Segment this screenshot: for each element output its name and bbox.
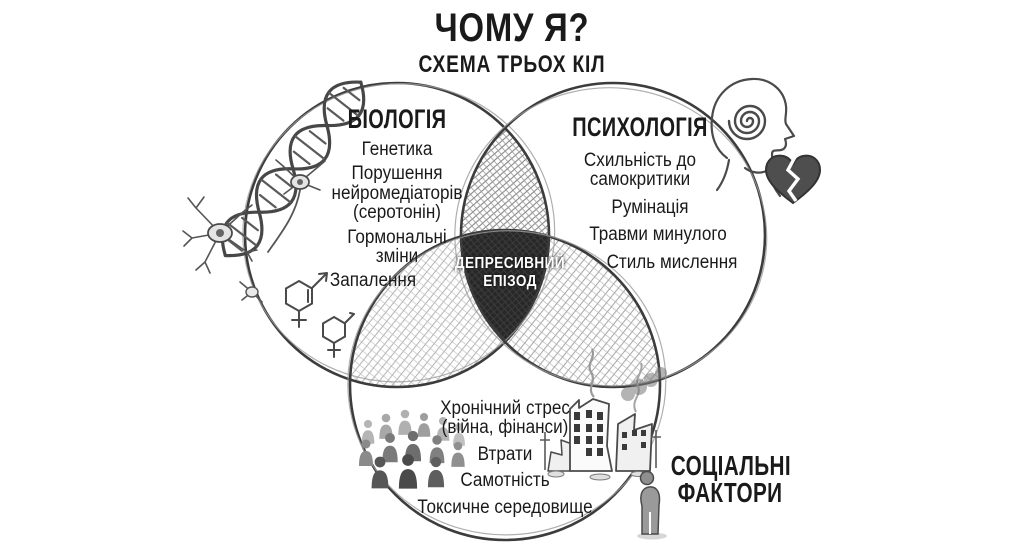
broken-heart-icon <box>764 154 822 205</box>
neurons-icon <box>182 159 326 303</box>
psychology-circle-labels: ПСИХОЛОГІЯ Схильність до самокритики Рум… <box>520 112 760 272</box>
center-overlap-label: ДЕПРЕСИВНИЙ ЕПІЗОД <box>454 255 566 290</box>
psychology-title: ПСИХОЛОГІЯ <box>572 112 708 142</box>
social-circle-title: СОЦІАЛЬНІ ФАКТОРИ <box>670 450 791 508</box>
biology-item: Генетика <box>361 139 433 161</box>
biology-circle-outline <box>242 81 556 389</box>
psychology-item: Схильність до самокритики <box>583 150 697 191</box>
hormone-molecules-icon <box>285 272 355 358</box>
sad-person-icon <box>637 470 667 540</box>
psychology-circle-outline <box>454 81 768 389</box>
social-item: Втрати <box>477 443 533 465</box>
biology-circle-labels: БІОЛОГІЯ Генетика Порушення нейромедіато… <box>277 104 517 291</box>
biology-item: Порушення нейромедіаторів (серотонін) <box>331 163 463 224</box>
psychology-item: Стиль мислення <box>606 251 738 273</box>
page-subtitle: СХЕМА ТРЬОХ КІЛ <box>418 51 606 78</box>
header: ЧОМУ Я? СХЕМА ТРЬОХ КІЛ <box>0 6 1024 79</box>
page-title: ЧОМУ Я? <box>434 6 590 50</box>
social-item: Хронічний стрес (війна, фінанси) <box>440 398 570 439</box>
social-item: Токсичне середовище <box>417 496 593 518</box>
dna-icon <box>220 80 366 258</box>
psychology-item: Травми минулого <box>589 224 727 246</box>
psychology-item: Румінація <box>611 196 689 218</box>
ruined-buildings-icon <box>540 348 667 481</box>
social-circle-labels: Хронічний стрес (війна, фінанси) Втрати … <box>385 392 625 517</box>
biology-item: Запалення <box>329 270 417 292</box>
biology-item: Гормональні зміни <box>347 226 447 267</box>
biology-title: БІОЛОГІЯ <box>347 104 447 134</box>
social-item: Самотність <box>460 470 550 492</box>
